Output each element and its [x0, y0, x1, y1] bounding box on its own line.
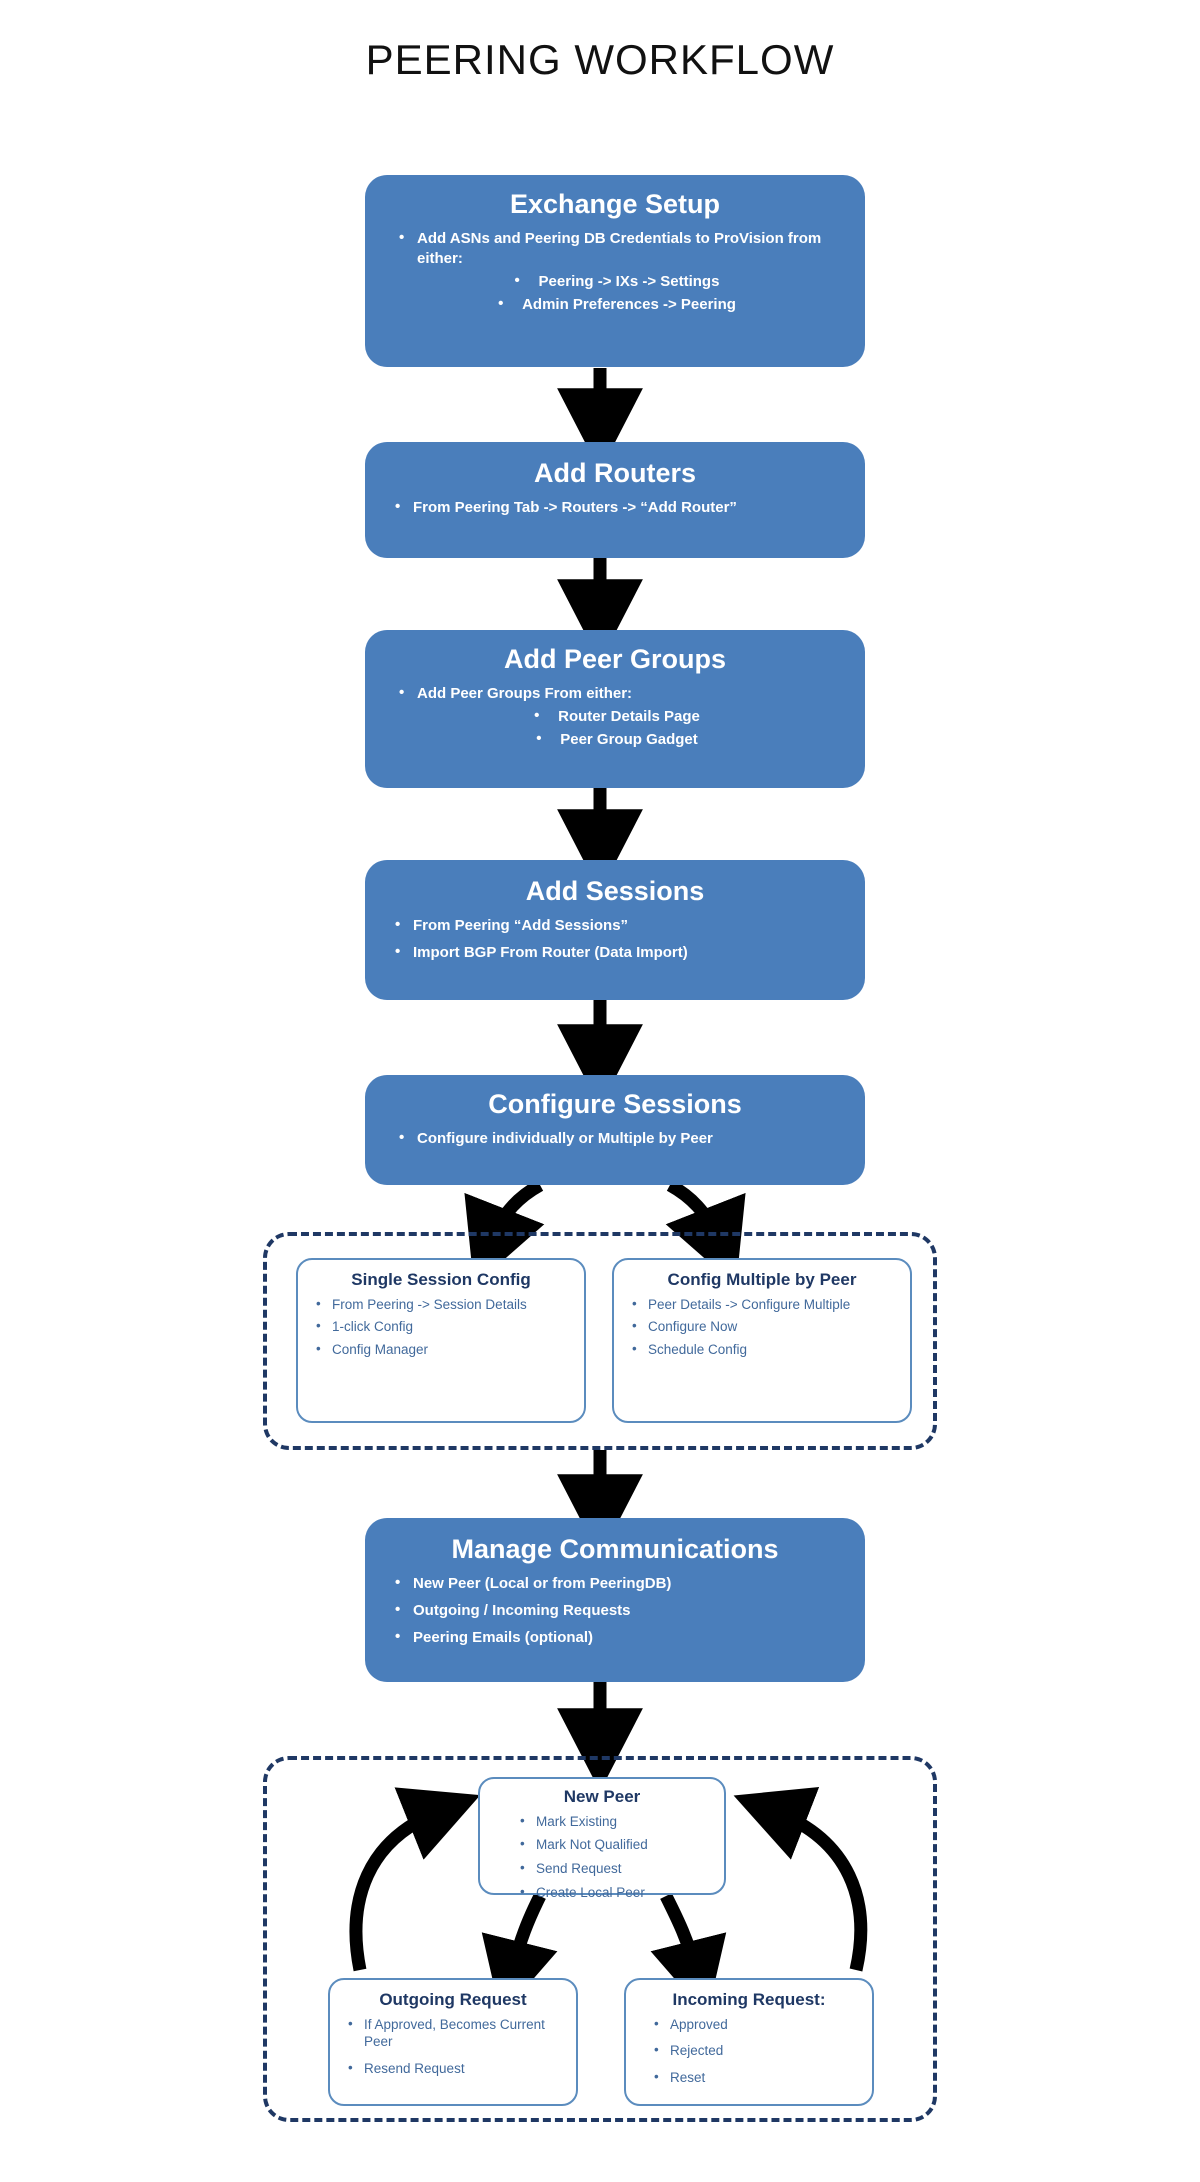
- stage-manage-communications[interactable]: Manage Communications New Peer (Local or…: [365, 1518, 865, 1682]
- stage-title: Add Peer Groups: [503, 644, 727, 674]
- subbox-bullet: Peer Details -> Configure Multiple: [626, 1295, 898, 1314]
- stage-subbullet-label: Admin Preferences -> Peering: [494, 294, 736, 315]
- subbox-new-peer[interactable]: New Peer Mark Existing Mark Not Qualifie…: [478, 1777, 726, 1901]
- stage-bullet-list: From Peering “Add Sessions” Import BGP F…: [391, 915, 839, 963]
- stage-add-peer-groups[interactable]: Add Peer Groups Add Peer Groups From eit…: [365, 630, 865, 788]
- subbox-bullet: Send Request: [514, 1859, 712, 1878]
- peer-request-group: [263, 1756, 937, 2122]
- subbox-bullet: Create Local Peer: [514, 1883, 712, 1902]
- stage-title: Add Routers: [534, 458, 696, 488]
- stage-subbullet-label: Peering -> IXs -> Settings: [511, 271, 720, 292]
- stage-bullet: From Peering Tab -> Routers -> “Add Rout…: [391, 497, 839, 518]
- subbox-bullet: Resend Request: [342, 2059, 564, 2078]
- subbox-title: Config Multiple by Peer: [667, 1270, 857, 1289]
- subbox-bullet-list: Peer Details -> Configure Multiple Confi…: [626, 1295, 898, 1359]
- stage-title: Exchange Setup: [509, 189, 721, 219]
- stage-exchange-setup[interactable]: Exchange Setup Add ASNs and Peering DB C…: [365, 175, 865, 367]
- subbox-bullet: Rejected: [648, 2041, 860, 2060]
- stage-add-routers[interactable]: Add Routers From Peering Tab -> Routers …: [365, 442, 865, 558]
- subbox-bullet: Schedule Config: [626, 1340, 898, 1359]
- stage-subbullet: Peering -> IXs -> Settings: [391, 271, 839, 292]
- stage-bullet-list: Configure individually or Multiple by Pe…: [391, 1128, 839, 1149]
- stage-bullet: From Peering “Add Sessions”: [391, 915, 839, 936]
- stage-subbullet-list: Router Details Page Peer Group Gadget: [391, 706, 839, 750]
- subbox-bullet: Reset: [648, 2068, 860, 2087]
- stage-subbullet-label: Peer Group Gadget: [532, 729, 698, 750]
- stage-bullet: Peering Emails (optional): [391, 1627, 839, 1648]
- subbox-bullet: Configure Now: [626, 1317, 898, 1336]
- subbox-bullet: From Peering -> Session Details: [310, 1295, 572, 1314]
- stage-bullet: Configure individually or Multiple by Pe…: [391, 1128, 839, 1149]
- subbox-bullet-list: If Approved, Becomes Current Peer Resend…: [342, 2015, 564, 2078]
- subbox-bullet: Mark Existing: [514, 1812, 712, 1831]
- subbox-title: New Peer: [563, 1787, 641, 1806]
- stage-bullet: Import BGP From Router (Data Import): [391, 942, 839, 963]
- page-title: PEERING WORKFLOW: [365, 36, 835, 83]
- stage-title: Configure Sessions: [488, 1089, 742, 1119]
- stage-bullet: New Peer (Local or from PeeringDB): [391, 1573, 839, 1594]
- subbox-bullet: If Approved, Becomes Current Peer: [342, 2015, 564, 2052]
- subbox-config-multiple-by-peer[interactable]: Config Multiple by Peer Peer Details -> …: [612, 1258, 912, 1423]
- subbox-outgoing-request[interactable]: Outgoing Request If Approved, Becomes Cu…: [328, 1978, 578, 2106]
- subbox-single-session-config[interactable]: Single Session Config From Peering -> Se…: [296, 1258, 586, 1423]
- stage-bullet-list: New Peer (Local or from PeeringDB) Outgo…: [391, 1573, 839, 1648]
- config-options-group: [263, 1232, 937, 1450]
- stage-subbullet-list: Peering -> IXs -> Settings Admin Prefere…: [391, 271, 839, 315]
- subbox-incoming-request[interactable]: Incoming Request: Approved Rejected Rese…: [624, 1978, 874, 2106]
- stage-bullet: Outgoing / Incoming Requests: [391, 1600, 839, 1621]
- stage-bullet-list: From Peering Tab -> Routers -> “Add Rout…: [391, 497, 839, 518]
- stage-bullet: Add ASNs and Peering DB Credentials to P…: [391, 228, 839, 269]
- stage-bullet-list: Add Peer Groups From either:: [391, 683, 839, 704]
- subbox-bullet: 1-click Config: [310, 1317, 572, 1336]
- stage-bullet-list: Add ASNs and Peering DB Credentials to P…: [391, 228, 839, 269]
- stage-subbullet: Admin Preferences -> Peering: [391, 294, 839, 315]
- subbox-bullet: Config Manager: [310, 1340, 572, 1359]
- stage-title: Manage Communications: [451, 1534, 779, 1564]
- stage-add-sessions[interactable]: Add Sessions From Peering “Add Sessions”…: [365, 860, 865, 1000]
- subbox-bullet-list: Approved Rejected Reset: [638, 2015, 860, 2087]
- subbox-bullet-list: From Peering -> Session Details 1-click …: [310, 1295, 572, 1359]
- subbox-title: Outgoing Request: [379, 1990, 527, 2009]
- subbox-bullet-list: Mark Existing Mark Not Qualified Send Re…: [492, 1812, 712, 1902]
- subbox-title: Incoming Request:: [672, 1990, 826, 2009]
- subbox-bullet: Approved: [648, 2015, 860, 2034]
- stage-subbullet: Peer Group Gadget: [391, 729, 839, 750]
- subbox-bullet: Mark Not Qualified: [514, 1835, 712, 1854]
- stage-configure-sessions[interactable]: Configure Sessions Configure individuall…: [365, 1075, 865, 1185]
- stage-subbullet: Router Details Page: [391, 706, 839, 727]
- subbox-title: Single Session Config: [351, 1270, 531, 1289]
- stage-subbullet-label: Router Details Page: [530, 706, 700, 727]
- stage-bullet: Add Peer Groups From either:: [391, 683, 839, 704]
- stage-title: Add Sessions: [525, 876, 705, 906]
